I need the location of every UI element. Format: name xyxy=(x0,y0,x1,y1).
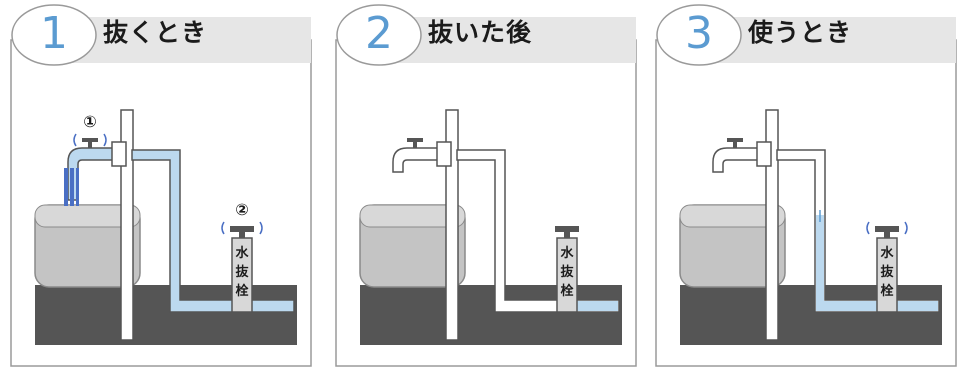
tub-rim xyxy=(359,204,466,228)
residual-water xyxy=(570,301,618,311)
valve-label-1: ① xyxy=(83,112,97,131)
drain-valve-handle xyxy=(230,226,254,232)
step-panel-1: 1 抜くとき ① ② 水 抜 栓 xyxy=(10,0,312,371)
rising-water xyxy=(816,215,824,311)
step-title: 使うとき xyxy=(748,18,853,47)
step-panel-3: 3 使うとき 水 抜 栓 xyxy=(655,0,957,371)
step-number: 2 xyxy=(365,8,393,59)
step-1-illustration xyxy=(10,4,312,367)
step-panel-2: 2 抜いた後 水 抜 栓 xyxy=(335,0,637,371)
faucet-base xyxy=(436,141,452,167)
drain-tag-char: 水 xyxy=(880,246,894,261)
faucet-handle xyxy=(82,138,98,142)
ground xyxy=(35,285,297,345)
wall-pipe xyxy=(765,109,779,341)
drain-valve-stem xyxy=(884,232,890,238)
faucet-base xyxy=(111,141,127,167)
step-number-circle xyxy=(11,4,97,66)
wall-pipe xyxy=(120,109,134,341)
rotate-arrow-icon xyxy=(259,221,263,235)
drain-valve-stem xyxy=(239,232,245,238)
drain-valve-stem xyxy=(564,232,570,238)
drain-tag-char: 水 xyxy=(235,246,249,261)
faucet-handle-stem xyxy=(413,142,417,148)
drain-tag-char: 抜 xyxy=(560,265,574,280)
supply-pipe xyxy=(131,149,295,313)
drain-tag-char: 水 xyxy=(560,246,574,261)
step-title: 抜くとき xyxy=(103,18,208,47)
supply-pipe xyxy=(456,149,620,313)
step-title: 抜いた後 xyxy=(428,18,533,47)
rotate-arrow-icon xyxy=(866,221,870,235)
drain-tag-char: 栓 xyxy=(880,284,894,299)
step-number-circle xyxy=(336,4,422,66)
water-flow xyxy=(70,168,74,206)
drain-valve-handle xyxy=(875,226,899,232)
rotate-arrow-icon xyxy=(103,133,107,147)
drain-tag-char: 抜 xyxy=(880,265,894,280)
faucet-handle-stem xyxy=(733,142,737,148)
drain-tag-char: 栓 xyxy=(560,284,574,299)
step-2-illustration xyxy=(335,4,637,367)
tub-rim xyxy=(34,204,141,228)
drain-tag-char: 栓 xyxy=(235,284,249,299)
ground xyxy=(680,285,942,345)
step-number: 3 xyxy=(685,8,713,59)
faucet-handle-stem xyxy=(88,142,92,148)
valve-label-2: ② xyxy=(235,200,249,219)
faucet-spout xyxy=(712,147,764,173)
rotate-arrow-icon xyxy=(221,221,225,235)
faucet-base xyxy=(756,141,772,167)
drain-valve-handle xyxy=(555,226,579,232)
step-3-illustration xyxy=(655,4,957,367)
wall-pipe xyxy=(445,109,459,341)
ground xyxy=(360,285,622,345)
faucet-handle xyxy=(407,138,423,142)
rotate-arrow-icon xyxy=(73,133,77,147)
tub-rim xyxy=(679,204,786,228)
water-flow xyxy=(76,168,79,206)
water-flow xyxy=(64,168,68,206)
faucet-handle xyxy=(727,138,743,142)
step-number-circle xyxy=(656,4,742,66)
faucet-spout xyxy=(392,147,444,173)
step-number: 1 xyxy=(40,8,68,59)
rotate-arrow-icon xyxy=(904,221,908,235)
drain-tag-char: 抜 xyxy=(235,265,249,280)
